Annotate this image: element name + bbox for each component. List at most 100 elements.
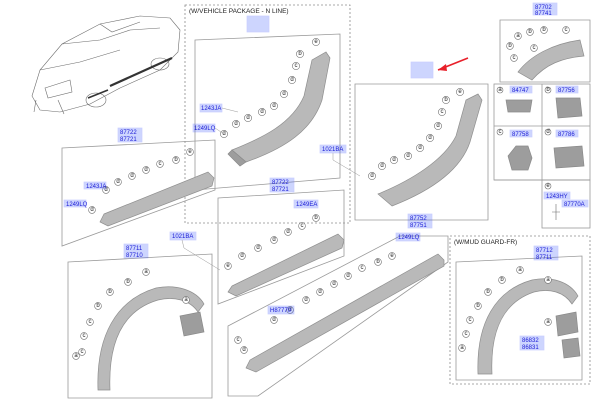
label-1243hy: 1243HY [546, 194, 568, 200]
sill-middle-part [227, 233, 345, 297]
fender-bubbles: a b b b c c c [506, 26, 570, 62]
svg-text:c: c [295, 63, 298, 69]
svg-text:d: d [546, 129, 549, 135]
svg-text:a: a [184, 297, 188, 303]
label-87722: 87722 [120, 130, 137, 136]
label-87786: 87786 [558, 132, 575, 138]
label-87742: 87702 [535, 5, 552, 11]
svg-text:c: c [499, 129, 502, 135]
svg-text:c: c [469, 317, 472, 323]
label-87770a: 87770A [564, 202, 585, 208]
svg-text:c: c [301, 223, 304, 229]
svg-text:c: c [83, 333, 86, 339]
label-87752-highlight [410, 61, 434, 79]
label-1249lq-bot: 1249LQ [398, 235, 420, 241]
sill-lower-bubbles: e b c d d d d d d c d [234, 252, 396, 354]
svg-text:b: b [376, 259, 380, 265]
svg-text:b: b [298, 51, 302, 57]
label-87721b: 87721 [272, 187, 289, 193]
sill-upper-bubbles: e b c d d d d d [88, 148, 194, 214]
svg-text:d: d [406, 153, 409, 159]
label-87711b: 87711 [536, 255, 553, 261]
svg-text:d: d [144, 167, 147, 173]
label-1021ba-right: 1021BA [322, 147, 343, 153]
mudguard-panel [455, 255, 583, 381]
arrow-part-garnish [377, 93, 483, 207]
sill-panel-upper [61, 139, 216, 247]
svg-text:c: c [513, 55, 516, 61]
label-1021ba-mid: 1021BA [172, 234, 193, 240]
svg-text:c: c [465, 331, 468, 337]
nline-garnish [231, 51, 331, 163]
label-87752b: 87752 [410, 216, 427, 222]
arch-left-part [97, 286, 205, 391]
svg-text:e: e [188, 149, 192, 155]
svg-text:d: d [286, 229, 289, 235]
label-87758: 87758 [512, 132, 529, 138]
svg-text:c: c [81, 349, 84, 355]
arrow-bubbles: e b c d d d d d d d [368, 88, 464, 180]
svg-text:b: b [528, 29, 532, 35]
svg-text:d: d [90, 207, 93, 213]
svg-text:b: b [500, 277, 504, 283]
svg-text:d: d [346, 273, 349, 279]
svg-text:b: b [546, 87, 550, 93]
svg-text:a: a [546, 319, 550, 325]
label-87756: 87756 [558, 88, 575, 94]
label-h87770: H87770 [270, 308, 292, 314]
svg-text:c: c [159, 161, 162, 167]
svg-text:d: d [242, 347, 245, 353]
svg-text:a: a [144, 269, 148, 275]
svg-text:c: c [361, 265, 364, 271]
svg-text:d: d [240, 253, 243, 259]
mudguard-frame [449, 235, 591, 385]
nline-header: (W/VEHICLE PACKAGE - N LINE) [189, 8, 289, 15]
fender-part [517, 39, 585, 81]
arch-left-bubbles: a b b b c c c a a [72, 268, 190, 360]
label-87702-highlight [246, 15, 270, 33]
svg-text:b: b [126, 279, 130, 285]
svg-text:e: e [314, 39, 318, 45]
label-84747: 84747 [512, 88, 529, 94]
sill-middle-bubbles: b c d d d d e [224, 214, 320, 270]
arrow-panel [354, 83, 489, 221]
svg-text:d: d [130, 173, 133, 179]
svg-text:d: d [282, 91, 285, 97]
svg-text:d: d [246, 115, 249, 121]
label-1243ja-left: 1243JA [86, 184, 106, 190]
svg-text:a: a [546, 277, 550, 283]
arch-panel-left [67, 253, 213, 399]
svg-text:d: d [290, 77, 293, 83]
svg-text:d: d [272, 237, 275, 243]
svg-text:d: d [418, 145, 421, 151]
svg-text:a: a [498, 87, 502, 93]
svg-text:d: d [256, 245, 259, 251]
svg-text:b: b [314, 215, 318, 221]
label-87710: 87710 [126, 253, 143, 259]
nline-bubbles: e b c d d d d d d d [220, 38, 320, 138]
svg-text:b: b [108, 289, 112, 295]
svg-text:d: d [104, 187, 107, 193]
label-86831: 86831 [522, 345, 539, 351]
svg-text:d: d [370, 173, 373, 179]
svg-text:d: d [332, 281, 335, 287]
small-parts-grid: a b c d e 84747 87756 87758 87786 1243HY… [493, 83, 591, 229]
label-87711: 87711 [126, 246, 143, 252]
svg-text:d: d [304, 297, 307, 303]
svg-text:b: b [174, 157, 178, 163]
sill-lower-part [245, 253, 445, 373]
label-87721: 87721 [120, 137, 137, 143]
svg-text:c: c [565, 27, 568, 33]
svg-text:e: e [226, 263, 230, 269]
svg-text:e: e [458, 89, 462, 95]
svg-text:b: b [444, 97, 448, 103]
svg-text:d: d [318, 289, 321, 295]
svg-text:d: d [436, 123, 439, 129]
nline-panel [194, 33, 341, 191]
svg-text:d: d [260, 109, 263, 115]
svg-text:d: d [380, 163, 383, 169]
label-87741: 87741 [535, 11, 552, 17]
svg-text:a: a [518, 267, 522, 273]
label-87722b: 87722 [272, 180, 289, 186]
